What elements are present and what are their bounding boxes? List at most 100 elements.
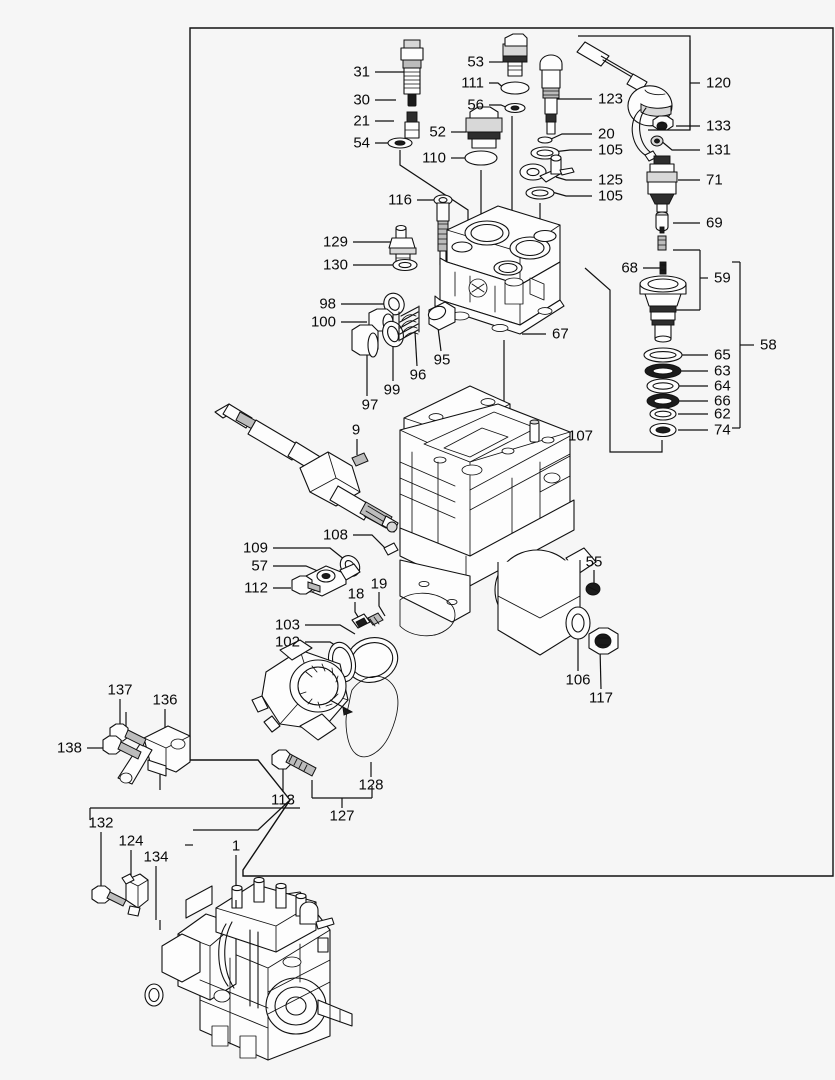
callout-55: 55 [585, 553, 603, 571]
callout-124: 124 [118, 832, 144, 850]
callout-64: 64 [714, 377, 731, 395]
callout-58: 58 [760, 336, 777, 354]
part-123 [539, 54, 563, 135]
part-59 [639, 275, 687, 343]
camshaft-assembly [214, 403, 399, 533]
callout-63: 63 [714, 362, 731, 380]
part-56 [504, 102, 526, 114]
part-132-bolt [91, 885, 127, 907]
callout-71: 71 [706, 171, 723, 189]
part-31 [400, 39, 424, 95]
part-116 [433, 194, 453, 266]
callout-66: 66 [714, 392, 731, 410]
callout-65: 65 [714, 346, 731, 364]
callout-1: 1 [231, 837, 241, 855]
callout-106: 106 [565, 671, 591, 689]
callout-30: 30 [353, 91, 370, 109]
callout-113: 113 [271, 791, 295, 809]
part-113 [271, 749, 317, 777]
pump-housing [399, 385, 597, 656]
part-67-pump-head [434, 205, 565, 335]
callout-125: 125 [598, 171, 624, 189]
callout-56: 56 [467, 96, 484, 114]
callout-111: 111 [461, 74, 484, 92]
part-133 [652, 115, 674, 131]
callout-9: 9 [351, 421, 361, 439]
part-68 [657, 235, 667, 275]
callout-59: 59 [714, 269, 731, 287]
callout-132: 132 [88, 814, 114, 832]
part-117 [588, 627, 619, 655]
callout-19: 19 [370, 575, 388, 593]
callout-98: 98 [319, 295, 336, 313]
callout-129: 129 [322, 233, 348, 251]
callout-67: 67 [552, 325, 569, 343]
part-96-spring [398, 305, 420, 342]
part-138 [102, 735, 142, 760]
part-106 [565, 606, 591, 640]
part-105-lower [525, 186, 555, 200]
part-71 [646, 155, 678, 213]
part-19 [367, 612, 384, 627]
callout-137: 137 [107, 681, 133, 699]
part-107 [529, 419, 540, 443]
part-18 [351, 613, 371, 629]
callout-21: 21 [353, 112, 370, 130]
callout-53: 53 [467, 53, 484, 71]
part-69 [655, 211, 669, 234]
part-125 [519, 154, 575, 183]
callout-52: 52 [429, 123, 446, 141]
callout-131: 131 [706, 141, 732, 159]
part-99 [382, 320, 404, 348]
part-108 [383, 542, 399, 556]
part-124 [121, 873, 149, 917]
callout-127: 127 [329, 807, 355, 825]
callout-69: 69 [706, 214, 723, 232]
callout-117: 117 [589, 689, 613, 707]
callout-68: 68 [621, 259, 638, 277]
callout-62: 62 [714, 405, 731, 423]
part-111 [500, 81, 530, 95]
callout-105-lower: 105 [598, 187, 624, 205]
part-53 [502, 33, 528, 77]
callout-112: 112 [244, 579, 268, 597]
callout-102: 102 [274, 633, 300, 651]
part-110 [464, 150, 498, 166]
part-20 [537, 136, 553, 144]
callout-128: 128 [358, 776, 384, 794]
part-136 [117, 725, 191, 785]
callout-116: 116 [388, 191, 412, 209]
part-54 [387, 137, 413, 149]
part-128 [345, 675, 399, 758]
callout-108: 108 [322, 526, 348, 544]
callout-54: 54 [353, 134, 370, 152]
callout-109: 109 [242, 539, 268, 557]
callout-120: 120 [706, 74, 732, 92]
callout-105-upper: 105 [598, 141, 624, 159]
callout-95: 95 [433, 351, 451, 369]
callout-97: 97 [361, 396, 379, 414]
part-112 [291, 575, 321, 595]
part-97 [351, 324, 379, 358]
callout-130: 130 [322, 256, 348, 274]
feed-pump [251, 639, 349, 741]
callout-107: 107 [568, 427, 594, 445]
callout-20: 20 [598, 125, 615, 143]
assembled-pump [161, 876, 353, 1061]
part-9-key [351, 452, 369, 467]
part-30 [407, 93, 417, 107]
callout-123: 123 [598, 90, 624, 108]
callout-31: 31 [353, 63, 370, 81]
callout-100: 100 [310, 313, 336, 331]
callout-18: 18 [347, 585, 365, 603]
part-52 [465, 106, 503, 149]
part-21 [404, 111, 420, 139]
part-95 [427, 301, 456, 331]
callout-96: 96 [409, 366, 427, 384]
callout-134: 134 [143, 848, 169, 866]
part-102 [327, 641, 357, 683]
callout-133: 133 [706, 117, 732, 135]
callout-103: 103 [274, 616, 300, 634]
